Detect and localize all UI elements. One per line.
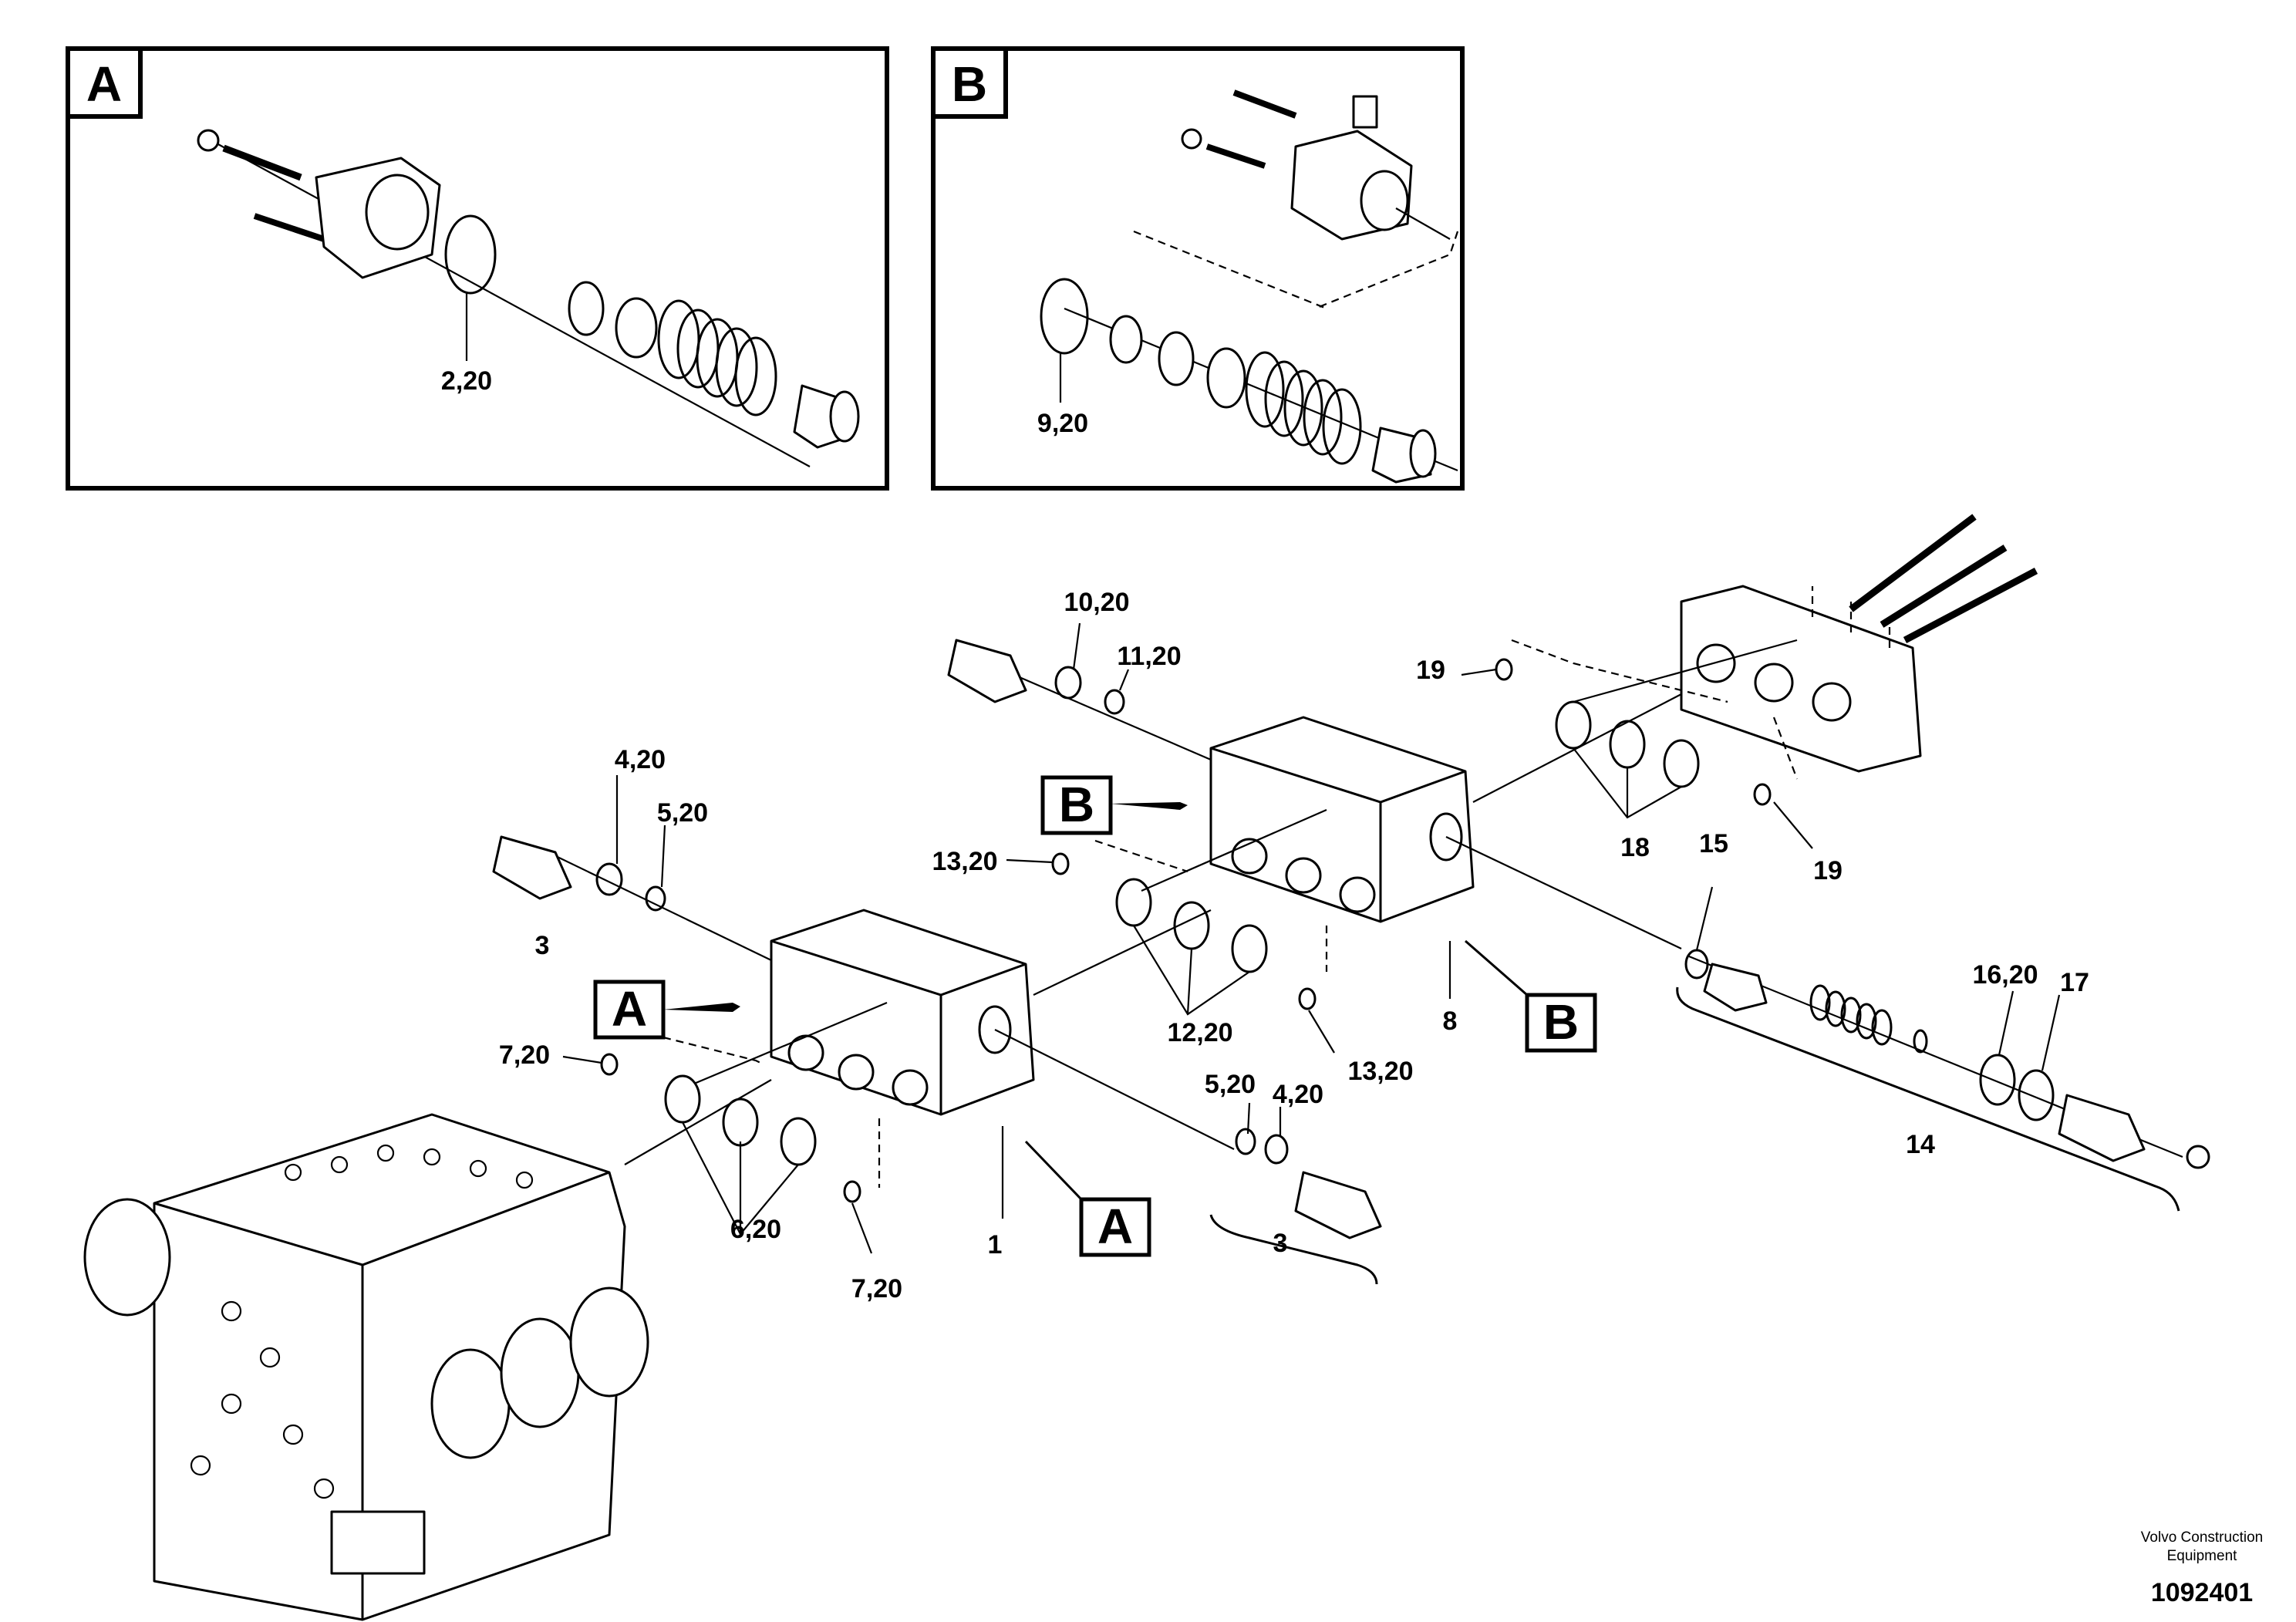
detail-view-a-tag: A (86, 56, 122, 112)
callout-8: 8 (1443, 1007, 1458, 1036)
callout-labels: 4,20 5,20 3 7,20 6,20 7,20 1 10,20 11,20… (499, 588, 2089, 1303)
main-valve-solenoids (330, 1286, 649, 1575)
main-valve-ports (190, 1144, 534, 1499)
callout-15: 15 (1699, 829, 1728, 858)
section-tag-a-right: A (1024, 1140, 1151, 1257)
detail-view-a: A 2,20 (66, 46, 889, 491)
callout-19-bottom: 19 (1813, 856, 1843, 885)
detail-b-dashed-guide (1133, 230, 1459, 310)
callout-4-20-right: 4,20 (1273, 1080, 1323, 1109)
relief-plug-top (947, 639, 1027, 703)
section-tag-b-left: B (1040, 775, 1188, 835)
callout-17: 17 (2060, 968, 2089, 997)
detail-a-housing-bore (365, 174, 430, 251)
callout-4-20-left: 4,20 (615, 745, 666, 774)
detail-a-screw (222, 144, 302, 181)
callout-3-left: 3 (535, 931, 550, 960)
callout-12-20: 12,20 (1167, 1018, 1232, 1047)
callout-6-20: 6,20 (730, 1215, 781, 1244)
section-tag-b-right: B (1465, 939, 1597, 1053)
brand-line-2: Equipment (2167, 1548, 2238, 1564)
callout-13-20-bottom: 13,20 (1347, 1057, 1413, 1086)
valve-section-8 (1209, 716, 1475, 923)
svg-text:B: B (1059, 777, 1094, 832)
end-cover-body (1680, 585, 1922, 773)
detail-a-o-ring (444, 214, 497, 295)
callout-5-20-left: 5,20 (657, 798, 708, 828)
callout-11-20: 11,20 (1117, 642, 1181, 671)
detail-b-spring (1245, 351, 1362, 465)
end-cover-bolt-2 (1880, 545, 2008, 628)
end-cover-bolt-1 (1849, 514, 1977, 612)
callout-3-right: 3 (1273, 1229, 1288, 1258)
relief-plug-left (492, 835, 572, 900)
detail-a-cap-end (829, 390, 860, 443)
callout-18: 18 (1620, 833, 1650, 862)
detail-a-washer (197, 129, 220, 152)
spool-end-nut (2186, 1145, 2210, 1169)
plugs-and-valves (492, 639, 2210, 1239)
callout-19-top: 19 (1416, 656, 1445, 685)
callout-5-20-right: 5,20 (1205, 1070, 1256, 1099)
callout-13-20-left: 13,20 (932, 847, 997, 876)
end-cover-bolt-3 (1903, 568, 2038, 643)
callout-10-20: 10,20 (1064, 588, 1129, 617)
o-rings (595, 658, 2055, 1203)
bracket-14 (1676, 986, 2180, 1212)
end-cover (1680, 514, 2038, 773)
detail-b-knob (1352, 95, 1378, 129)
detail-view-b-tag: B (952, 56, 987, 112)
detail-b-screw-top (1232, 89, 1297, 119)
detail-a-axis (207, 138, 811, 467)
callout-7-20-left: 7,20 (499, 1040, 550, 1070)
dashed-guides (663, 586, 1891, 1188)
detail-view-b-tag-box (931, 46, 1008, 119)
detail-b-o-ring (1040, 278, 1089, 355)
tag-b-left-arrow (1111, 802, 1188, 810)
detail-b-washer-1 (1109, 315, 1143, 364)
detail-b-screw (1205, 143, 1266, 169)
detail-b-washer-3 (1206, 347, 1246, 409)
detail-view-a-frame (66, 46, 889, 491)
callout-2-20: 2,20 (441, 366, 492, 396)
tag-a-left-arrow (663, 1003, 740, 1012)
detail-view-b: B 9,20 (931, 46, 1465, 491)
brand-line-1: Volvo Construction (2141, 1529, 2263, 1546)
detail-b-washer-2 (1158, 331, 1195, 386)
valve-section-1 (770, 909, 1035, 1116)
callout-9-20: 9,20 (1037, 409, 1088, 438)
assembly-axis-lines (539, 639, 2183, 1165)
main-valve-block (83, 1113, 649, 1621)
relief-plug-right (1294, 1171, 1382, 1239)
detail-view-b-frame (931, 46, 1465, 491)
tag-b-right-arrow (1465, 939, 1528, 996)
detail-b-cap-end (1409, 429, 1437, 478)
callout-1: 1 (988, 1230, 1003, 1259)
callout-16-20: 16,20 (1972, 960, 2038, 990)
callout-leaders (562, 622, 2061, 1254)
detail-a-spring (657, 299, 777, 416)
detail-view-a-tag-box (66, 46, 143, 119)
drawing-number: 1092401 (2151, 1578, 2253, 1607)
svg-text:A: A (612, 981, 647, 1037)
callout-7-20-bottom: 7,20 (851, 1274, 902, 1303)
main-valve-cap (83, 1198, 171, 1317)
section-tag-a-left: A (593, 980, 740, 1040)
callout-14: 14 (1906, 1130, 1935, 1159)
detail-a-washer-2 (615, 297, 658, 359)
svg-text:A: A (1097, 1199, 1133, 1254)
spool-spring (1809, 984, 1928, 1054)
detail-a-screw-lower (253, 213, 325, 242)
footer-brand: Volvo Construction Equipment 1092401 (2141, 1529, 2263, 1607)
detail-a-washer-1 (568, 281, 605, 336)
spool-end-fitting (2058, 1094, 2146, 1162)
tag-a-right-arrow (1024, 1140, 1083, 1201)
detail-b-washer (1181, 128, 1202, 150)
svg-text:B: B (1543, 994, 1579, 1050)
detail-b-housing-bore (1360, 170, 1409, 231)
bracket-3-right (1209, 1214, 1378, 1285)
spool-plug (1703, 963, 1768, 1012)
detail-b-axis-top (1395, 207, 1451, 240)
